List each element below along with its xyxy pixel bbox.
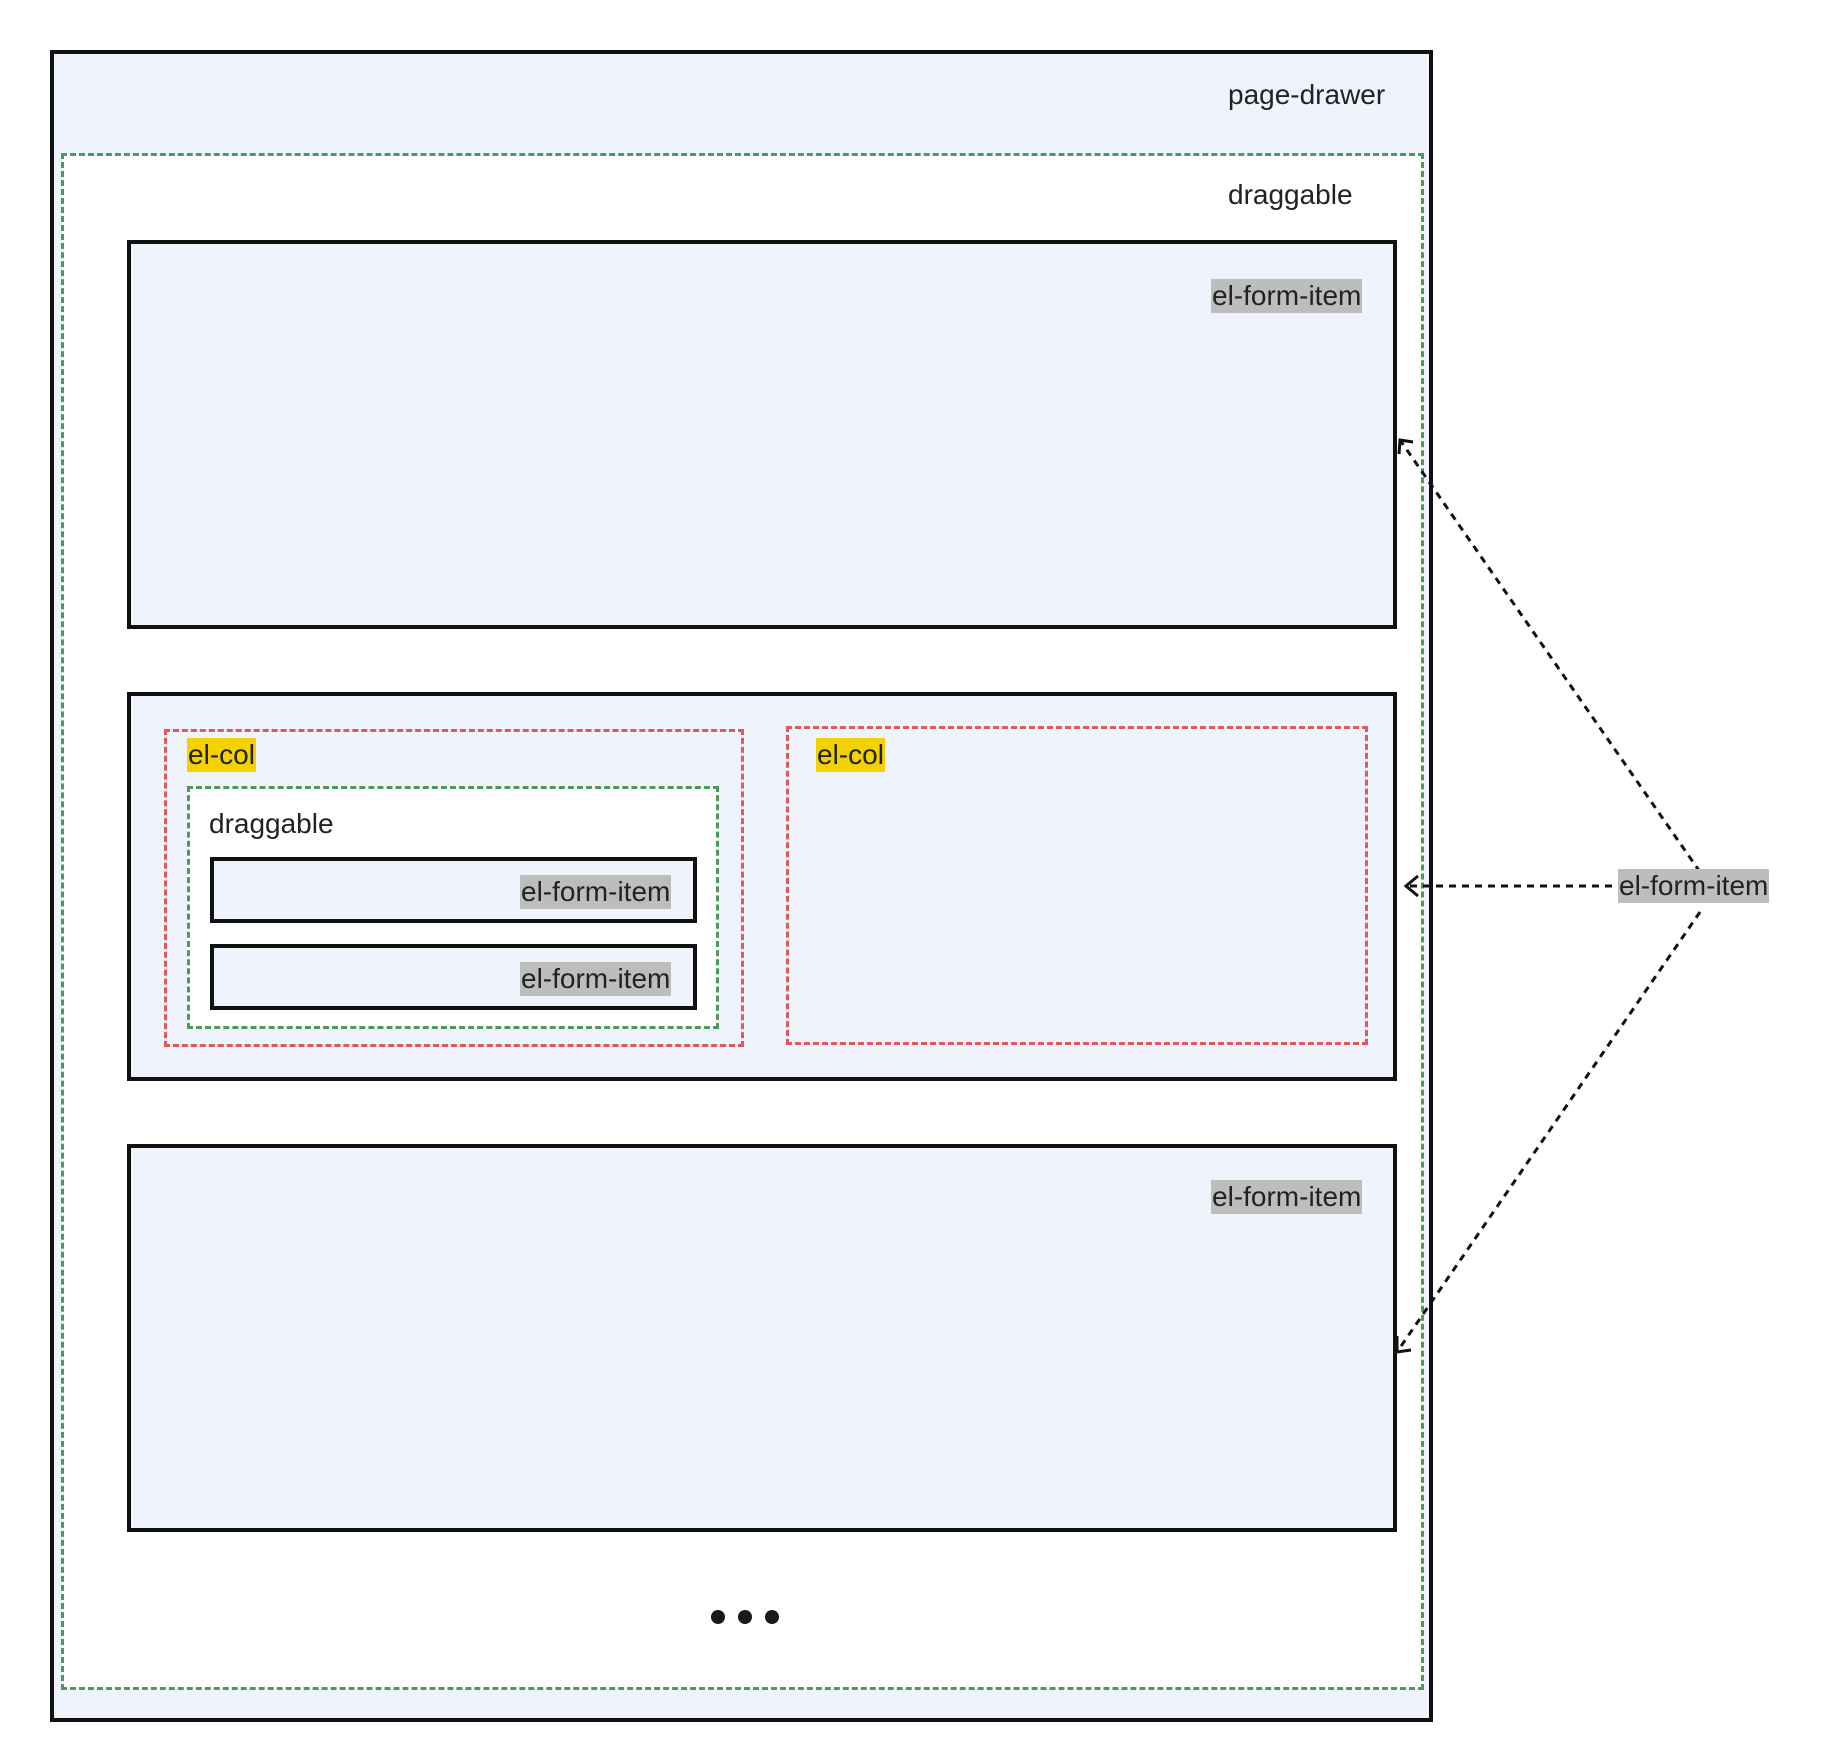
callout-form-item-label: el-form-item	[1618, 869, 1770, 903]
outer-draggable-label: draggable	[1228, 179, 1353, 210]
arrow-to-bottom-block	[1395, 911, 1702, 1353]
left-el-col-label: el-col	[187, 738, 256, 772]
more-dots-icon	[711, 1610, 725, 1624]
arrow-to-top-block	[1398, 439, 1702, 873]
left-el-col-box	[164, 729, 744, 1047]
arrowhead-top-icon	[1397, 438, 1414, 455]
top-form-item-block	[127, 240, 1397, 629]
inner-draggable-label: draggable	[209, 808, 334, 839]
top-form-item-label: el-form-item	[1211, 279, 1363, 313]
arrowhead-middle-icon	[1403, 874, 1419, 898]
right-el-col-box	[786, 726, 1368, 1045]
arrowhead-bottom-icon	[1395, 1336, 1412, 1354]
inner-form-item-1-label: el-form-item	[520, 875, 672, 909]
bottom-form-item-label: el-form-item	[1211, 1180, 1363, 1214]
more-dots-icon-2	[738, 1610, 752, 1624]
page-drawer-label: page-drawer	[1228, 79, 1386, 110]
more-dots-icon-3	[765, 1610, 779, 1624]
bottom-form-item-block	[127, 1144, 1397, 1532]
right-el-col-label: el-col	[816, 738, 885, 772]
inner-form-item-2-label: el-form-item	[520, 962, 672, 996]
